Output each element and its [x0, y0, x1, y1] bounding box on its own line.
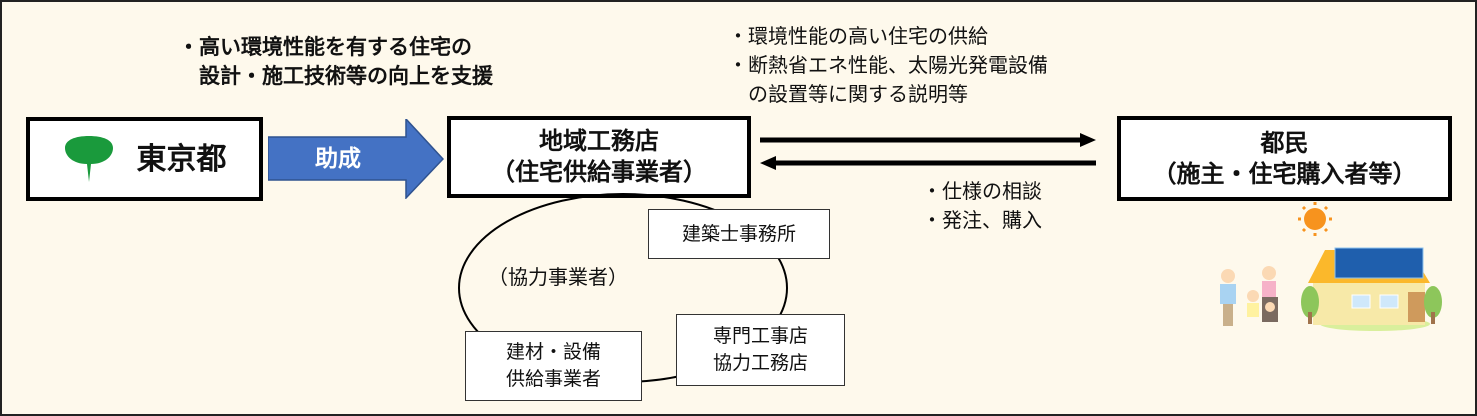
supply-notes: ・環境性能の高い住宅の供給・断熱省エネ性能、太陽光発電設備 の設置等に関する説明… [728, 22, 1048, 109]
support-note-line: ・高い環境性能を有する住宅の [178, 35, 472, 59]
contractor-label: 専門工事店 [712, 325, 808, 347]
family-house-illustration [1220, 202, 1442, 331]
contractors-box: 専門工事店 協力工務店 [676, 314, 845, 386]
tokyo-box: 東京都 [26, 117, 263, 201]
materials-label: 建材・設備 [505, 341, 601, 363]
builder-box: 地域工務店 （住宅供給事業者） [447, 116, 751, 198]
support-note-line: 設計・施工技術等の向上を支援 [178, 64, 493, 88]
materials-label: 供給事業者 [505, 368, 601, 390]
support-note: ・高い環境性能を有する住宅の 設計・施工技術等の向上を支援 [178, 33, 493, 91]
citizens-box: 都民 （施主・住宅購入者等） [1117, 116, 1452, 201]
citizens-name: 都民 [1260, 128, 1309, 157]
family-icon [1220, 266, 1278, 326]
partners-label: （協力事業者） [488, 265, 628, 289]
builder-name: 地域工務店 [539, 127, 659, 155]
citizens-role: （施主・住宅購入者等） [1152, 159, 1417, 188]
architect-label: 建築士事務所 [681, 222, 796, 245]
sun-icon [1298, 202, 1332, 236]
request-notes: ・仕様の相談・発注、購入 [922, 177, 1042, 235]
exchange-arrows [760, 133, 1096, 170]
architect-box: 建築士事務所 [648, 209, 830, 259]
house-icon [1301, 247, 1442, 331]
tokyo-label: 東京都 [136, 141, 227, 177]
grant-arrow [268, 119, 444, 199]
supply-note-line: の設置等に関する説明等 [728, 82, 968, 106]
supply-note-line: ・断熱省エネ性能、太陽光発電設備 [728, 53, 1048, 77]
tokyo-ginkgo-logo-icon [64, 136, 113, 182]
materials-box: 建材・設備 供給事業者 [465, 331, 642, 401]
builder-role: （住宅供給事業者） [491, 158, 707, 186]
supply-note-line: ・環境性能の高い住宅の供給 [728, 24, 988, 48]
request-note-line: ・発注、購入 [922, 208, 1042, 232]
contractor-label: 協力工務店 [712, 352, 808, 374]
grant-arrow-label: 助成 [315, 146, 361, 172]
request-note-line: ・仕様の相談 [922, 179, 1042, 203]
